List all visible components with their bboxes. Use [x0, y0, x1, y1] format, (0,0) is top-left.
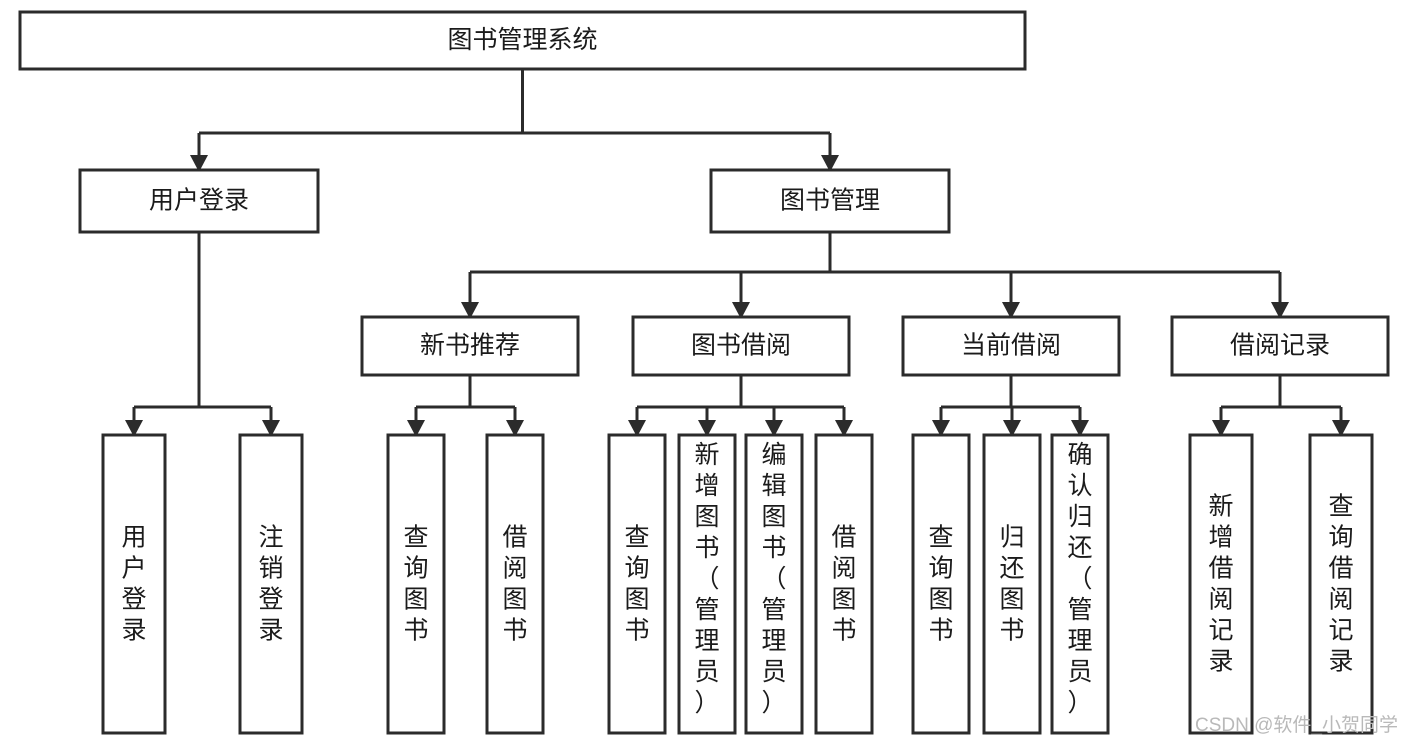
node-box-book-management: [709, 168, 951, 234]
node-box-leaf-logout-login: [238, 433, 304, 735]
node-box-leaf-return-book: [982, 433, 1042, 735]
node-box-leaf-query-book-recommend: [386, 433, 446, 735]
arrow-icon-root-1: [821, 155, 839, 172]
node-label-leaf-user-login: 用户登录: [121, 524, 146, 645]
node-borrow-record[interactable]: 借阅记录: [1170, 315, 1390, 377]
node-label-leaf-borrow-book-recommend: 借阅图书: [502, 524, 527, 645]
node-user-login[interactable]: 用户登录: [78, 168, 320, 234]
node-leaf-confirm-return[interactable]: 确认归还（管理员）: [1050, 433, 1110, 735]
node-label-leaf-edit-book: 编辑图书（管理员）: [761, 441, 786, 717]
node-leaf-borrow-book-recommend[interactable]: 借阅图书: [485, 433, 545, 735]
node-label-new-book-recommend: 新书推荐: [420, 332, 520, 360]
node-label-leaf-logout-login: 注销登录: [258, 524, 283, 645]
arrow-icon-borrow-record-1: [1332, 420, 1350, 437]
arrow-icon-book-management-3: [1271, 302, 1289, 319]
node-box-new-book-recommend: [360, 315, 580, 377]
node-leaf-borrow-book[interactable]: 借阅图书: [814, 433, 874, 735]
nodes-layer: 图书管理系统用户登录图书管理新书推荐图书借阅当前借阅借阅记录用户登录注销登录查询…: [18, 10, 1390, 735]
node-box-leaf-borrow-book: [814, 433, 874, 735]
arrow-icon-new-book-recommend-0: [407, 420, 425, 437]
node-box-leaf-borrow-book-recommend: [485, 433, 545, 735]
node-leaf-query-book-recommend[interactable]: 查询图书: [386, 433, 446, 735]
node-label-leaf-query-book-borrow: 查询图书: [624, 524, 649, 645]
node-label-leaf-query-borrow-record: 查询借阅记录: [1328, 493, 1353, 676]
node-current-borrow[interactable]: 当前借阅: [901, 315, 1121, 377]
node-leaf-add-borrow-record[interactable]: 新增借阅记录: [1188, 433, 1254, 735]
node-label-leaf-query-book-recommend: 查询图书: [403, 524, 428, 645]
node-box-leaf-query-borrow-record: [1308, 433, 1374, 735]
watermark-label: CSDN @软件_小贺同学: [1195, 714, 1398, 736]
node-root[interactable]: 图书管理系统: [18, 10, 1027, 71]
node-box-leaf-edit-book: [744, 433, 804, 735]
node-label-leaf-return-book: 归还图书: [999, 524, 1024, 645]
arrow-icon-borrow-record-0: [1212, 420, 1230, 437]
node-box-borrow-record: [1170, 315, 1390, 377]
arrow-icon-book-management-2: [1002, 302, 1020, 319]
arrow-icon-user-login-1: [262, 420, 280, 437]
arrow-icon-book-borrow-3: [835, 420, 853, 437]
node-label-leaf-confirm-return: 确认归还（管理员）: [1067, 441, 1092, 717]
node-label-leaf-query-book-current: 查询图书: [928, 524, 953, 645]
node-box-book-borrow: [631, 315, 851, 377]
node-leaf-query-borrow-record[interactable]: 查询借阅记录: [1308, 433, 1374, 735]
arrow-icon-book-borrow-0: [628, 420, 646, 437]
node-label-book-management: 图书管理: [780, 187, 880, 215]
node-label-current-borrow: 当前借阅: [961, 332, 1061, 360]
node-leaf-query-book-current[interactable]: 查询图书: [911, 433, 971, 735]
node-label-root: 图书管理系统: [447, 26, 597, 54]
node-label-book-borrow: 图书借阅: [691, 332, 791, 360]
node-box-leaf-user-login: [101, 433, 167, 735]
node-box-current-borrow: [901, 315, 1121, 377]
node-box-user-login: [78, 168, 320, 234]
arrow-icon-current-borrow-2: [1071, 420, 1089, 437]
arrow-icon-book-borrow-1: [698, 420, 716, 437]
node-leaf-add-book[interactable]: 新增图书（管理员）: [677, 433, 737, 735]
node-box-leaf-add-book: [677, 433, 737, 735]
arrow-icon-current-borrow-1: [1003, 420, 1021, 437]
node-leaf-query-book-borrow[interactable]: 查询图书: [607, 433, 667, 735]
node-label-borrow-record: 借阅记录: [1230, 332, 1330, 360]
node-leaf-user-login[interactable]: 用户登录: [101, 433, 167, 735]
node-leaf-edit-book[interactable]: 编辑图书（管理员）: [744, 433, 804, 735]
node-label-leaf-add-book: 新增图书（管理员）: [694, 441, 719, 717]
arrow-icon-current-borrow-0: [932, 420, 950, 437]
node-label-user-login: 用户登录: [149, 187, 249, 215]
arrow-icon-root-0: [190, 155, 208, 172]
node-box-leaf-query-book-borrow: [607, 433, 667, 735]
node-book-borrow[interactable]: 图书借阅: [631, 315, 851, 377]
node-label-leaf-add-borrow-record: 新增借阅记录: [1208, 493, 1233, 676]
arrow-icon-book-borrow-2: [765, 420, 783, 437]
node-book-management[interactable]: 图书管理: [709, 168, 951, 234]
node-leaf-return-book[interactable]: 归还图书: [982, 433, 1042, 735]
arrow-icon-new-book-recommend-1: [506, 420, 524, 437]
arrow-icon-book-management-0: [461, 302, 479, 319]
node-label-leaf-borrow-book: 借阅图书: [831, 524, 856, 645]
node-box-leaf-confirm-return: [1050, 433, 1110, 735]
node-new-book-recommend[interactable]: 新书推荐: [360, 315, 580, 377]
connectors-layer: [125, 69, 1350, 437]
node-box-leaf-add-borrow-record: [1188, 433, 1254, 735]
arrow-icon-user-login-0: [125, 420, 143, 437]
node-box-leaf-query-book-current: [911, 433, 971, 735]
arrow-icon-book-management-1: [732, 302, 750, 319]
node-box-root: [18, 10, 1027, 71]
node-leaf-logout-login[interactable]: 注销登录: [238, 433, 304, 735]
